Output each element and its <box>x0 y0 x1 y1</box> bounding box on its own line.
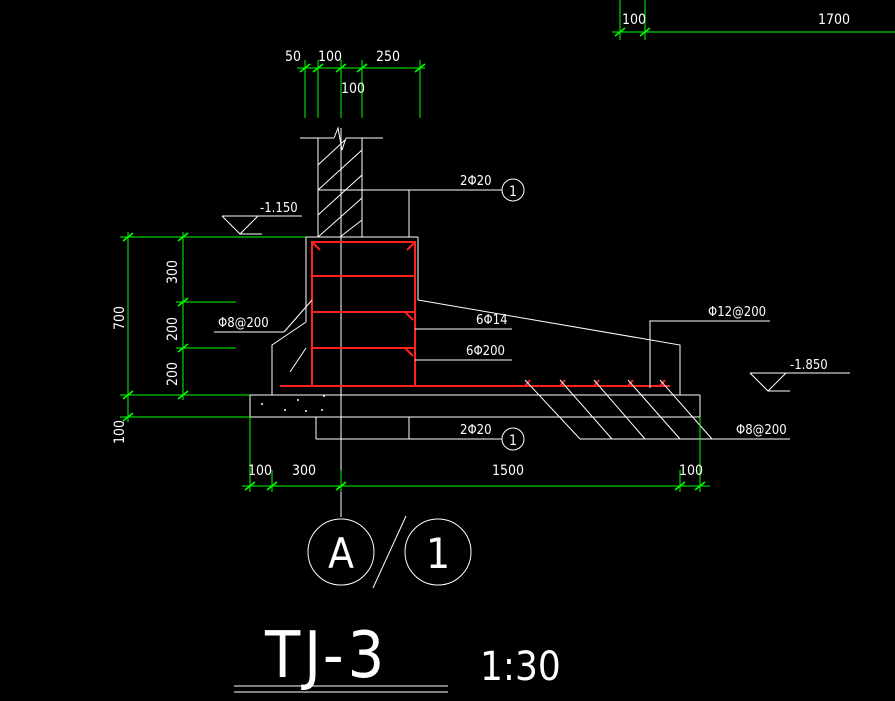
mesh-label: Φ8@200 <box>736 423 787 438</box>
axis-label: A 1 <box>307 515 472 589</box>
axis-number: 1 <box>426 529 450 578</box>
bottom-dim-4: 100 <box>679 463 703 479</box>
callout-number-top: 1 <box>509 184 517 200</box>
top-dimension-chain: 50 100 250 100 <box>285 49 426 118</box>
title-scale: 1:30 <box>480 644 561 690</box>
drawing-title: TJ-3 1:30 <box>234 619 561 693</box>
left-dimension-chain: 700 300 200 200 100 <box>112 232 306 444</box>
bottom-dimension-chain: 100 300 1500 100 <box>242 417 710 492</box>
bottom-dim-1: 100 <box>248 463 272 479</box>
annotation-leaders: 1 2Φ20 Φ8@200 6Φ14 6Φ200 Φ12@200 1 2Φ20 … <box>214 174 790 451</box>
ring-beam <box>305 189 500 322</box>
level-marker-left: -1.150 <box>221 201 302 235</box>
rebar-reinforcement <box>280 241 670 387</box>
bottom-rebar-label: 2Φ20 <box>460 423 492 438</box>
left-dim-seg-mid: 200 <box>165 317 181 341</box>
top-dim-right: 250 <box>376 49 400 65</box>
corner-dimension-fragment: 100 1700 <box>612 0 895 40</box>
corner-dim-left: 100 <box>622 12 646 28</box>
level-left-label: -1.150 <box>260 201 298 216</box>
left-dim-seg-top: 300 <box>165 260 181 284</box>
left-dim-overall: 700 <box>112 306 128 330</box>
left-dim-seg-bot: 200 <box>165 362 181 386</box>
top-dim-left: 50 <box>285 49 301 65</box>
callout-circle-top <box>501 178 525 202</box>
footing-outline <box>271 299 681 395</box>
level-marker-right: -1.850 <box>749 358 850 392</box>
top-dim-lower: 100 <box>341 81 365 97</box>
cushion-slab <box>249 394 701 418</box>
top-dim-mid: 100 <box>318 49 342 65</box>
level-right-label: -1.850 <box>790 358 828 373</box>
stirrup-label: Φ8@200 <box>218 316 269 331</box>
right-rebar-label: Φ12@200 <box>708 305 766 320</box>
left-dim-base: 100 <box>112 420 128 444</box>
callout-circle-bottom <box>501 427 525 451</box>
bottom-dim-3: 1500 <box>492 463 524 479</box>
top-rebar-label: 2Φ20 <box>460 174 492 189</box>
axis-letter: A <box>328 529 354 578</box>
side-rebar-label: 6Φ14 <box>476 313 508 328</box>
callout-number-bottom: 1 <box>509 433 517 449</box>
bottom-dim-2: 300 <box>292 463 316 479</box>
mid-rebar-label: 6Φ200 <box>466 344 505 359</box>
title-name: TJ-3 <box>264 619 388 693</box>
corner-dim-right: 1700 <box>818 12 850 28</box>
